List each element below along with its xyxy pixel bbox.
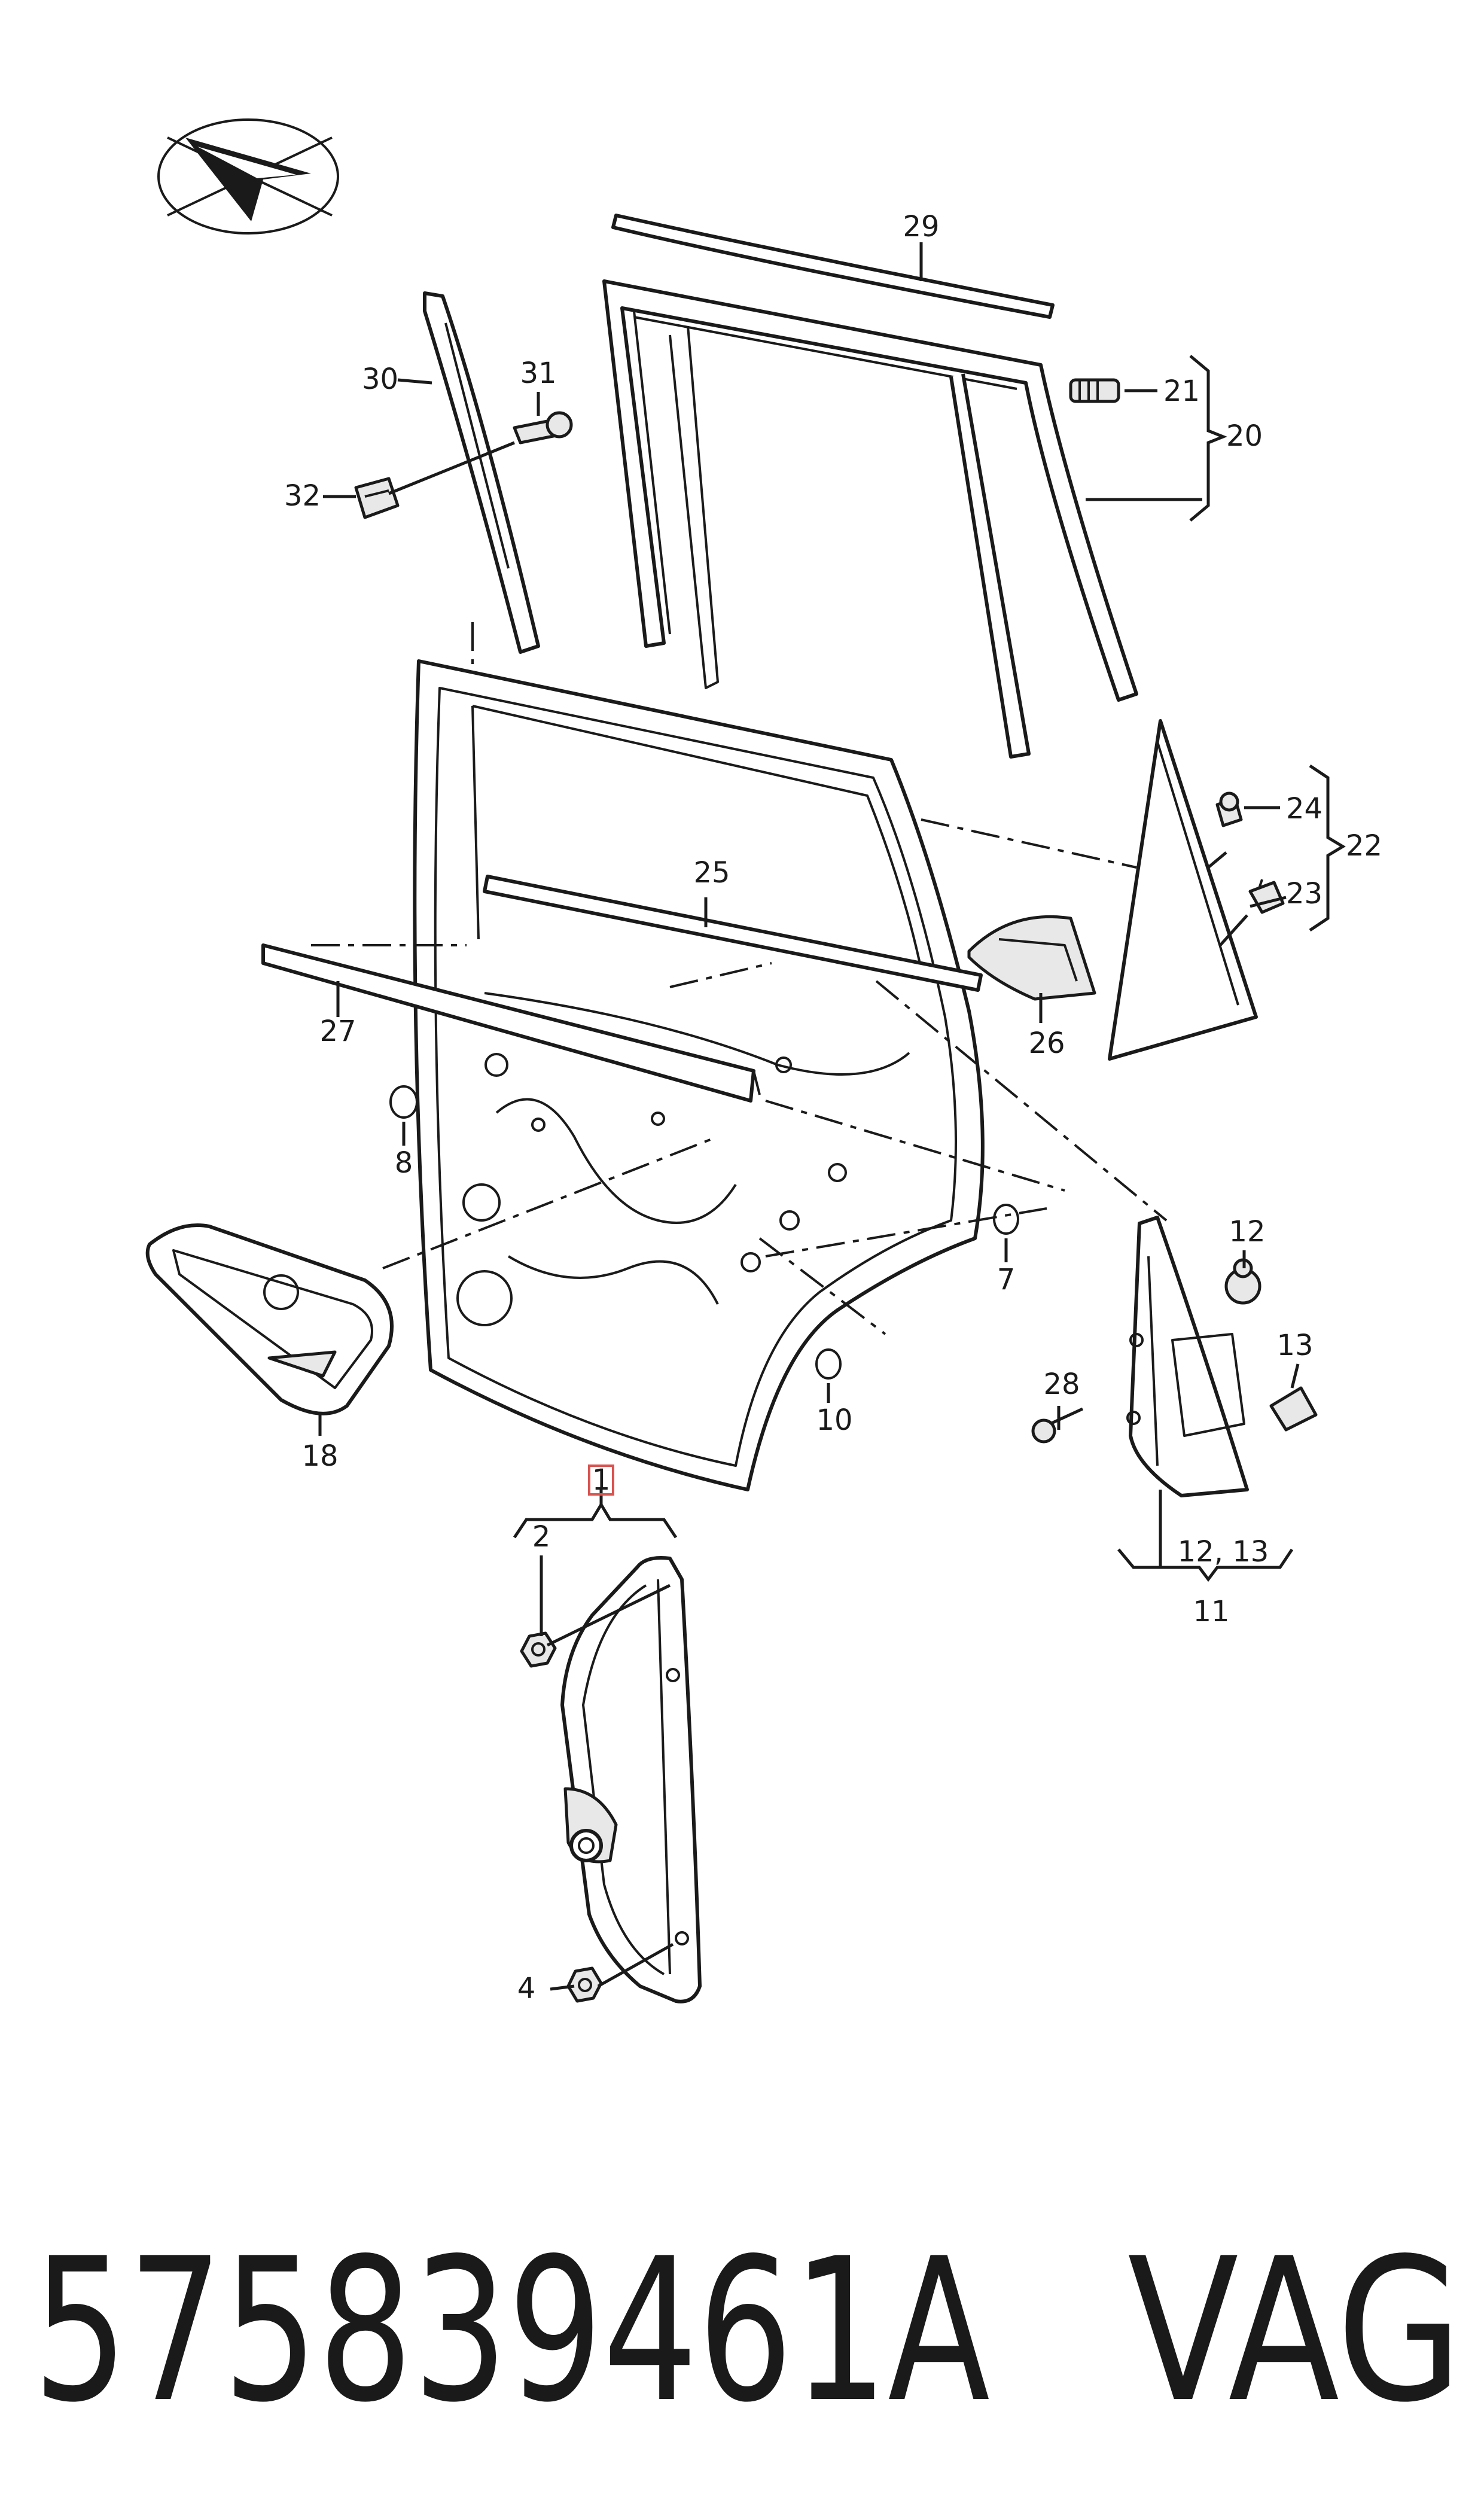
- callout-25: 25: [693, 856, 730, 890]
- callout-12: 12: [1229, 1215, 1265, 1249]
- part-21-pin: [1069, 378, 1120, 403]
- part-27-outer-strip: [261, 943, 761, 1103]
- part-1-window-regulator: [560, 1556, 702, 2004]
- callout-11: 11: [1193, 1595, 1229, 1628]
- part-26-bracket: [967, 915, 1096, 1001]
- arrow-orientation-icon: [157, 118, 339, 235]
- callout-28: 28: [1043, 1368, 1080, 1401]
- callout-29: 29: [903, 210, 939, 243]
- part-23-clip: [1248, 879, 1285, 914]
- part-22-corner-glass: [1108, 719, 1258, 1061]
- part-13-clip: [1269, 1386, 1318, 1432]
- part-7-grommet: [993, 1204, 1019, 1235]
- part-28-bolt: [1031, 1407, 1084, 1444]
- callout-12-13: 12, 13: [1178, 1535, 1269, 1569]
- part-number: 575839461A: [33, 2216, 991, 2446]
- part-32-nut: [354, 477, 400, 519]
- part-29-top-strip: [611, 214, 1055, 319]
- callout-32: 32: [284, 479, 321, 513]
- alignment-lines: [311, 622, 1168, 1335]
- callout-31: 31: [520, 357, 556, 390]
- callout-8: 8: [395, 1146, 413, 1180]
- part-31-clip: [513, 411, 573, 444]
- callout-20: 20: [1226, 419, 1263, 453]
- callout-21: 21: [1163, 374, 1200, 408]
- part-30-pillar-strip: [423, 291, 540, 654]
- callout-labels: 29 21 20 30 31 32 25 27 26 24 23 22 8 7 …: [284, 210, 1382, 2005]
- callout-27: 27: [319, 1015, 356, 1048]
- part-8-grommet: [389, 1085, 418, 1119]
- callout-13: 13: [1276, 1329, 1313, 1362]
- part-20-window-channel: [602, 279, 1138, 759]
- callout-1: 1: [592, 1463, 611, 1497]
- callout-30: 30: [362, 363, 398, 396]
- part-24-clip: [1215, 791, 1243, 827]
- part-2-nut: [520, 1631, 557, 1668]
- highlight-box: [588, 1464, 614, 1496]
- part-18-carrier: [145, 1223, 394, 1415]
- callout-10: 10: [816, 1403, 852, 1437]
- callout-18: 18: [301, 1439, 338, 1473]
- leader-lines: [318, 242, 1346, 1991]
- callout-24: 24: [1286, 792, 1323, 826]
- callout-2: 2: [532, 1520, 551, 1554]
- callout-26: 26: [1028, 1027, 1065, 1060]
- part-10-grommet: [815, 1348, 842, 1380]
- part-11-trim: [1126, 1216, 1249, 1497]
- callout-22: 22: [1346, 829, 1382, 863]
- callout-4: 4: [517, 1972, 536, 2005]
- part-4-nut: [566, 1966, 603, 2003]
- callout-7: 7: [997, 1263, 1016, 1296]
- part-25-inner-strip: [483, 875, 983, 992]
- callout-23: 23: [1286, 877, 1323, 911]
- brand-label: VAG: [1128, 2216, 1462, 2446]
